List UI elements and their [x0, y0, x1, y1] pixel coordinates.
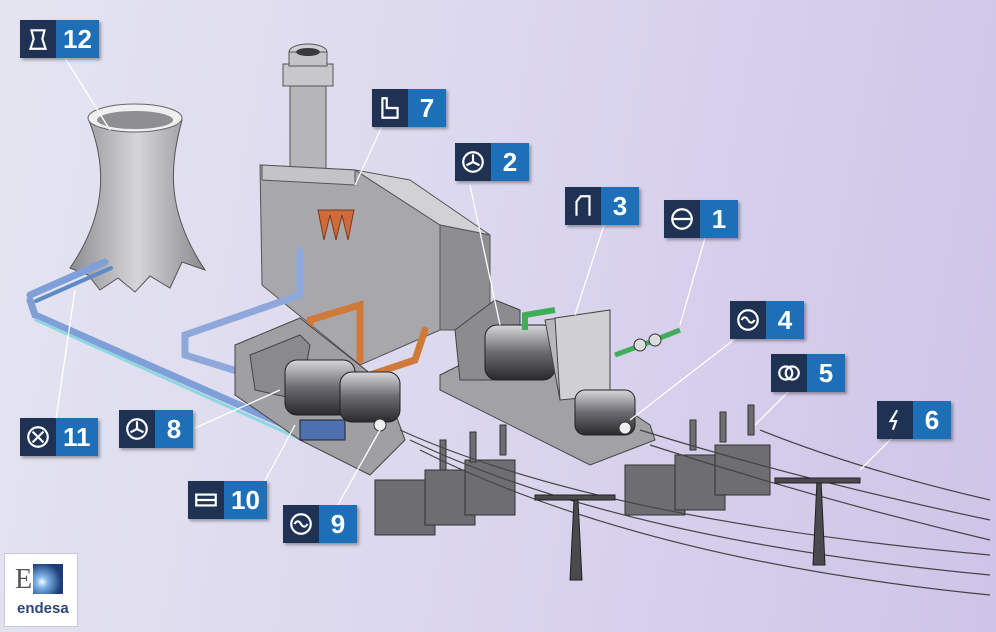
- leader-lines: [54, 57, 896, 511]
- badge-9: 9: [283, 505, 357, 543]
- badge-10: 10: [188, 481, 267, 519]
- fan-icon: [462, 151, 484, 173]
- badge-number: 6: [913, 401, 951, 439]
- badge-number: 1: [700, 200, 738, 238]
- badge-12: 12: [20, 20, 99, 58]
- alternator-icon: [290, 513, 312, 535]
- endesa-logo: E endesa: [4, 553, 78, 627]
- badge-number: 10: [224, 481, 267, 519]
- stack-icon: [575, 195, 591, 216]
- badge-number: 3: [601, 187, 639, 225]
- turbine-hall-left: [234, 317, 406, 476]
- badge-number: 11: [56, 418, 98, 456]
- badge-11: 11: [20, 418, 98, 456]
- badge-number: 4: [766, 301, 804, 339]
- boiler-building: [259, 164, 491, 366]
- badge-1: 1: [664, 200, 738, 238]
- logo-star-icon: [33, 564, 63, 594]
- badge-4: 4: [730, 301, 804, 339]
- badge-5: 5: [771, 354, 845, 392]
- badge-number: 9: [319, 505, 357, 543]
- pylons: [534, 477, 861, 581]
- turbine-hall-right: [439, 299, 681, 466]
- cooling-tower-icon: [28, 29, 48, 50]
- badge-7: 7: [372, 89, 446, 127]
- badge-number: 7: [408, 89, 446, 127]
- badge-number: 5: [807, 354, 845, 392]
- alternator-icon: [737, 309, 759, 331]
- transformer-bank-right: [624, 404, 771, 516]
- boiler-icon: [381, 97, 399, 119]
- gauge-icon: [671, 208, 693, 230]
- pump-icon: [27, 426, 49, 448]
- badge-3: 3: [565, 187, 639, 225]
- logo-letter: E: [15, 564, 33, 595]
- chimney: [282, 43, 334, 186]
- badge-8: 8: [119, 410, 193, 448]
- cooling-tower: [69, 103, 207, 293]
- badge-number: 8: [155, 410, 193, 448]
- fan-icon: [126, 418, 148, 440]
- badge-number: 2: [491, 143, 529, 181]
- lightning-icon: [888, 409, 899, 431]
- condenser-icon: [195, 493, 217, 507]
- badge-2: 2: [455, 143, 529, 181]
- logo-name: endesa: [17, 600, 69, 617]
- transformer-icon: [778, 365, 800, 381]
- transformer-bank-left: [374, 424, 516, 536]
- badge-number: 12: [56, 20, 99, 58]
- badge-6: 6: [877, 401, 951, 439]
